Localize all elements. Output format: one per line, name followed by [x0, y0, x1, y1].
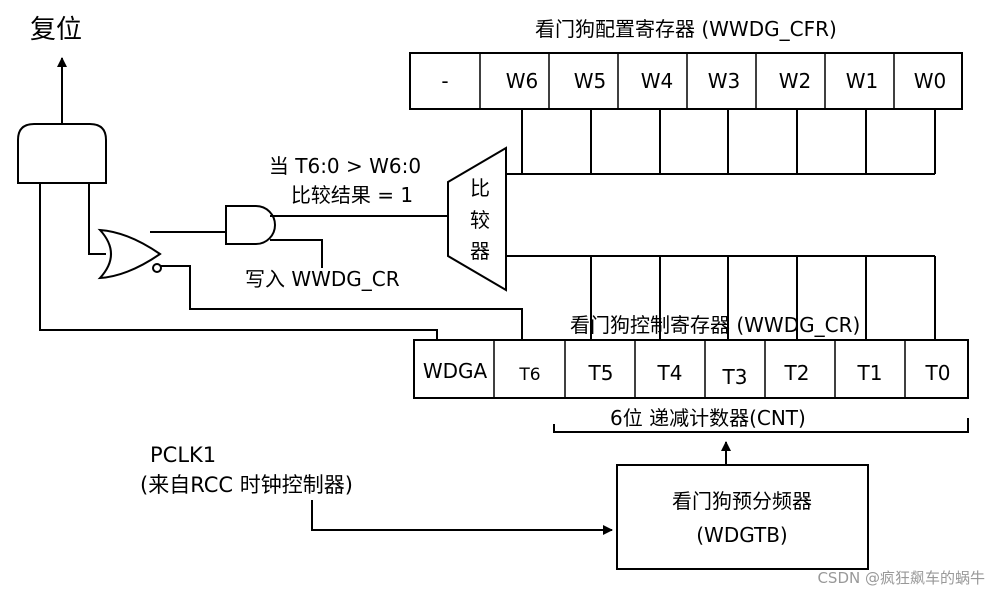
- cr-bit-t0: T0: [925, 361, 951, 385]
- or-gate-inversion-bubble: [152, 263, 162, 273]
- cfr-bit-w3: W3: [708, 69, 741, 93]
- comparator-char-2: 较: [470, 208, 490, 232]
- write-input-line: [270, 239, 323, 268]
- prescaler-box: [616, 464, 869, 570]
- cfr-bit-w2: W2: [779, 69, 812, 93]
- cr-bit-t4: T4: [657, 361, 683, 385]
- cfr-bit-w0: W0: [914, 69, 947, 93]
- or-to-and-line: [88, 183, 106, 255]
- compare-condition-line1: 当 T6:0 > W6:0: [269, 154, 421, 178]
- cr-bit-t1: T1: [857, 361, 883, 385]
- prescaler-line2: (WDGTB): [696, 523, 788, 547]
- cr-bit-wdga: WDGA: [423, 359, 488, 383]
- cfr-bit-w6: W6: [506, 69, 539, 93]
- cfr-register: [409, 52, 963, 110]
- clock-line2: (来自RCC 时钟控制器): [140, 473, 353, 497]
- prescaler-line1: 看门狗预分频器: [672, 489, 812, 513]
- t6-to-or-line: [161, 265, 523, 340]
- comparator: [447, 146, 507, 292]
- compare-condition-line2: 比较结果 = 1: [291, 183, 413, 207]
- cfr-bit-reserved: -: [441, 69, 448, 93]
- reset-label: 复位: [30, 15, 82, 45]
- cr-bit-t2: T2: [784, 361, 810, 385]
- cr-register: [413, 339, 969, 399]
- cfr-bit-w5: W5: [574, 69, 607, 93]
- write-wwdg-cr-label: 写入 WWDG_CR: [245, 267, 400, 291]
- cfr-title: 看门狗配置寄存器 (WWDG_CFR): [535, 17, 837, 41]
- cfr-bit-w4: W4: [641, 69, 674, 93]
- comparator-char-3: 器: [470, 239, 490, 263]
- cr-bit-t6: T6: [518, 365, 540, 385]
- cr-bit-t5: T5: [588, 361, 614, 385]
- comparator-char-1: 比: [470, 176, 490, 200]
- cfr-bit-w1: W1: [846, 69, 879, 93]
- and-gate-reset: [17, 123, 107, 184]
- cr-title: 看门狗控制寄存器 (WWDG_CR): [570, 313, 860, 337]
- clock-line1: PCLK1: [150, 443, 216, 467]
- cr-bus: [506, 255, 936, 340]
- wdga-line: [39, 183, 438, 340]
- cr-bit-t3: T3: [722, 365, 748, 389]
- clock-to-prescaler-arrow: [311, 500, 613, 535]
- cfr-bus: [506, 109, 936, 175]
- counter-bracket: [553, 418, 969, 433]
- watermark: CSDN @疯狂飙车的蜗牛: [817, 569, 985, 587]
- counter-label: 6位 递减计数器(CNT): [610, 406, 806, 430]
- or-gate: [97, 228, 162, 280]
- and-gate-write: [225, 205, 276, 245]
